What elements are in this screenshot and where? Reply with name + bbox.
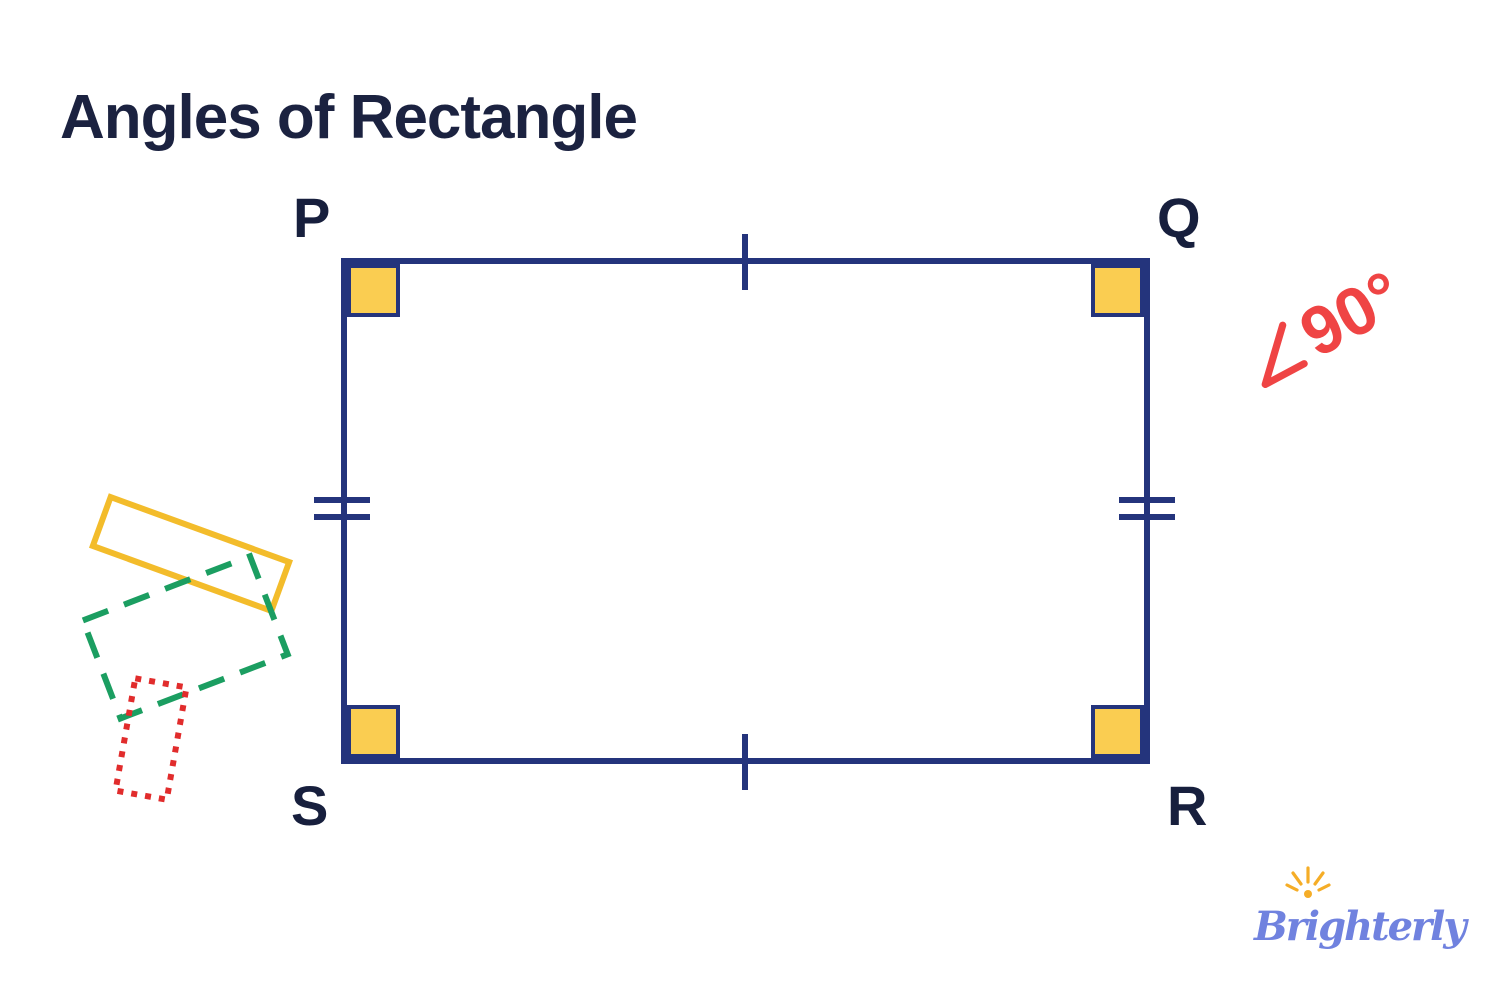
tick-mark-right-side-1 xyxy=(1119,497,1175,503)
page-title: Angles of Rectangle xyxy=(60,83,638,152)
tick-mark-bottom-side xyxy=(742,734,748,790)
angle-annotation: 90° xyxy=(1222,256,1424,404)
vertex-label-q: Q xyxy=(1157,186,1201,249)
tick-mark-right-side-2 xyxy=(1119,514,1175,520)
tick-mark-left-side-1 xyxy=(314,497,370,503)
right-angle-marker-r xyxy=(1091,705,1144,758)
brighterly-logo-text: Brighterly xyxy=(1254,903,1467,950)
tick-mark-top-side xyxy=(742,234,748,290)
vertex-label-p: P xyxy=(293,186,331,249)
angle-annotation-inner: 90° xyxy=(1235,256,1415,396)
angle-icon xyxy=(1261,322,1308,389)
right-angle-marker-p xyxy=(347,264,400,317)
right-angle-marker-q xyxy=(1091,264,1144,317)
brighterly-logo: Brighterly xyxy=(1254,866,1467,956)
rectangle-pqrs xyxy=(341,258,1150,764)
vertex-label-r: R xyxy=(1167,774,1208,837)
decor-rect-dashed-green xyxy=(79,552,292,723)
sun-icon xyxy=(1285,866,1331,898)
decor-rect-solid-yellow xyxy=(88,493,294,615)
tick-mark-left-side-2 xyxy=(314,514,370,520)
right-angle-marker-s xyxy=(347,705,400,758)
angle-value: 90° xyxy=(1287,256,1415,373)
vertex-label-s: S xyxy=(291,774,329,837)
